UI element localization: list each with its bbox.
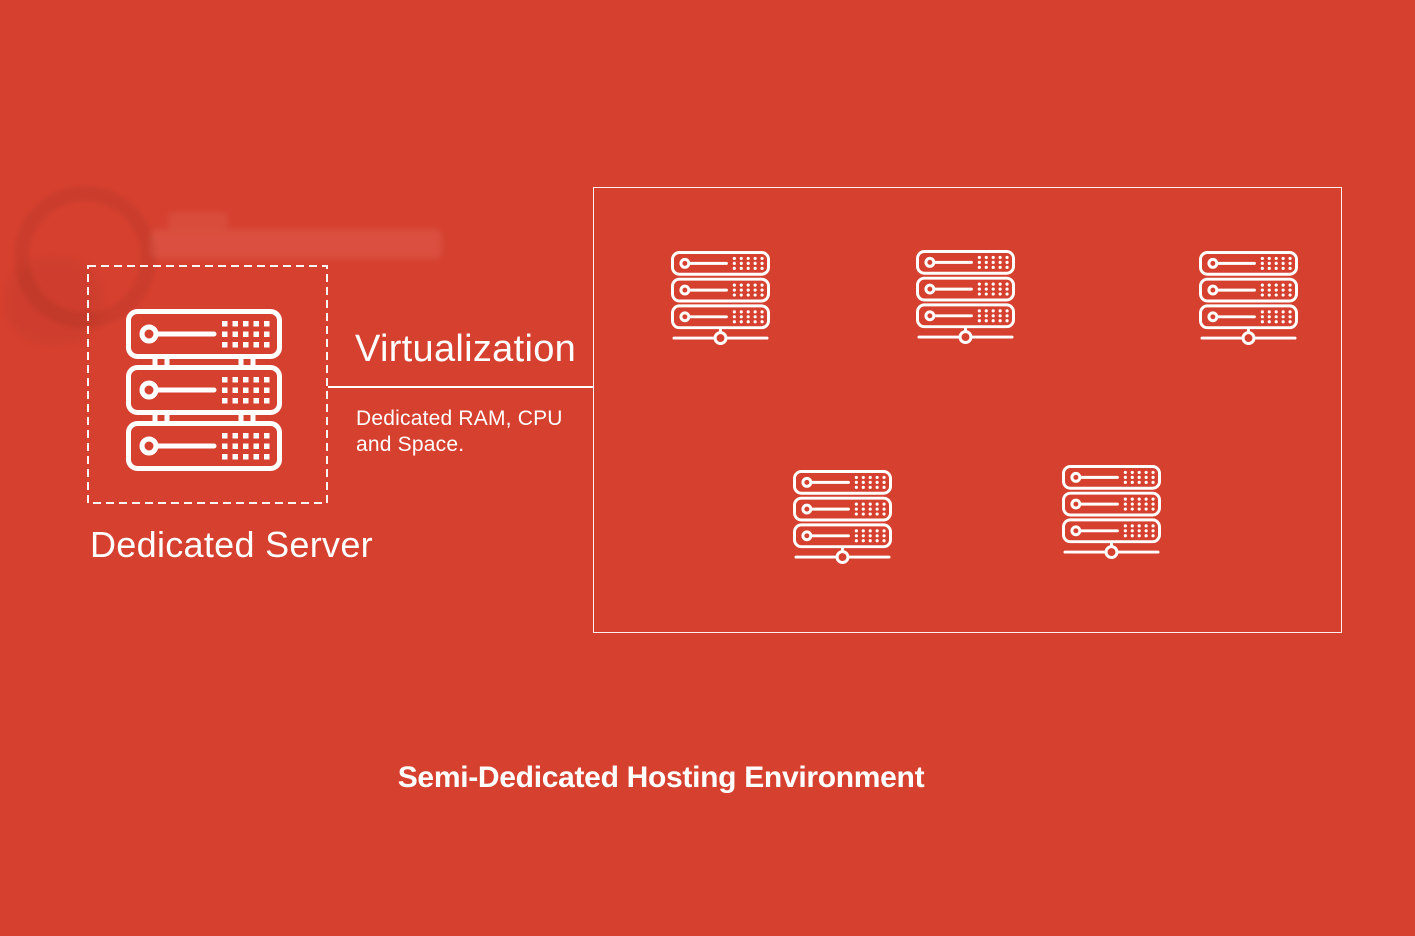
- virtual-server-icon: [1062, 465, 1161, 559]
- virtual-server-icon: [671, 251, 770, 345]
- watermark-wordmark-top: [168, 212, 228, 230]
- virtualization-description: Dedicated RAM, CPU and Space.: [356, 406, 563, 458]
- watermark-wordmark: [150, 229, 442, 259]
- virtualization-description-line1: Dedicated RAM, CPU: [356, 407, 563, 430]
- dedicated-server-label: Dedicated Server: [90, 524, 373, 565]
- virtual-server-icon: [1199, 251, 1298, 345]
- dashed-border: [87, 265, 328, 504]
- virtualization-description-line2: and Space.: [356, 433, 465, 456]
- virtual-server-icon: [916, 250, 1015, 344]
- server-rack-icon: [126, 309, 282, 471]
- virtual-server-icon: [793, 470, 892, 564]
- hosting-environment-box: [593, 187, 1342, 633]
- virtualization-title: Virtualization: [355, 328, 577, 370]
- dedicated-server-box: [87, 265, 328, 504]
- connector-line: [328, 386, 593, 388]
- diagram-title: Semi-Dedicated Hosting Environment: [397, 761, 925, 794]
